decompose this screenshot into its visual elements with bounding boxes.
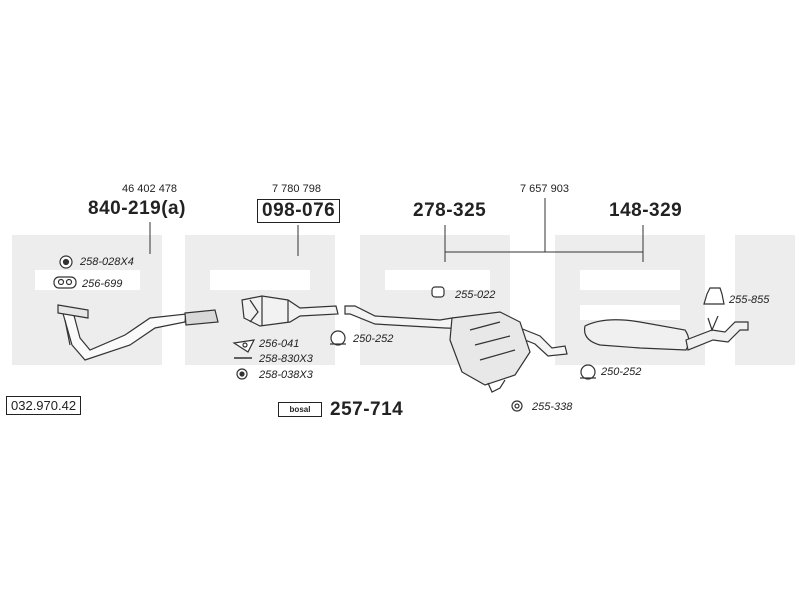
accessory-label: 258-028X4 (80, 256, 134, 268)
catalytic-converter (241, 295, 339, 327)
u-clamp-icon (580, 364, 596, 380)
front-pipe (57, 304, 219, 361)
part-number-middle-silencer[interactable]: 278-325 (413, 200, 487, 221)
kit-part-number[interactable]: 257-714 (330, 399, 404, 420)
flange-gasket-icon (53, 276, 77, 289)
accessory-label: 258-038X3 (259, 369, 313, 381)
leader-lines (149, 198, 644, 262)
oe-number-silencers: 7 657 903 (520, 183, 569, 195)
brand-logo-text: bosal (289, 405, 311, 414)
rear-silencer (583, 315, 749, 351)
accessory-label: 255-338 (532, 401, 573, 413)
middle-silencer (344, 305, 568, 393)
accessory-label: 256-699 (82, 278, 123, 290)
oe-number-front-pipe: 46 402 478 (122, 183, 178, 195)
part-number-catalyst[interactable]: 098-076 (257, 199, 341, 223)
rubber-mount-icon (431, 286, 445, 298)
accessory-label: 255-855 (729, 294, 770, 306)
diagram-code: 032.970.42 (6, 396, 82, 415)
u-clamp-icon (330, 330, 346, 346)
accessory-label: 255-022 (455, 289, 496, 301)
accessory-label: 256-041 (259, 338, 300, 350)
accessory-label: 258-830X3 (259, 353, 313, 365)
brand-logo-box: bosal (278, 402, 322, 417)
part-number-rear-silencer[interactable]: 148-329 (609, 200, 683, 221)
hanger-bracket-icon (703, 287, 725, 305)
part-number-front-pipe[interactable]: 840-219(a) (88, 198, 186, 219)
accessory-label: 250-252 (601, 366, 642, 378)
oe-number-catalyst: 7 780 798 (272, 183, 321, 195)
accessory-label: 250-252 (353, 333, 394, 345)
